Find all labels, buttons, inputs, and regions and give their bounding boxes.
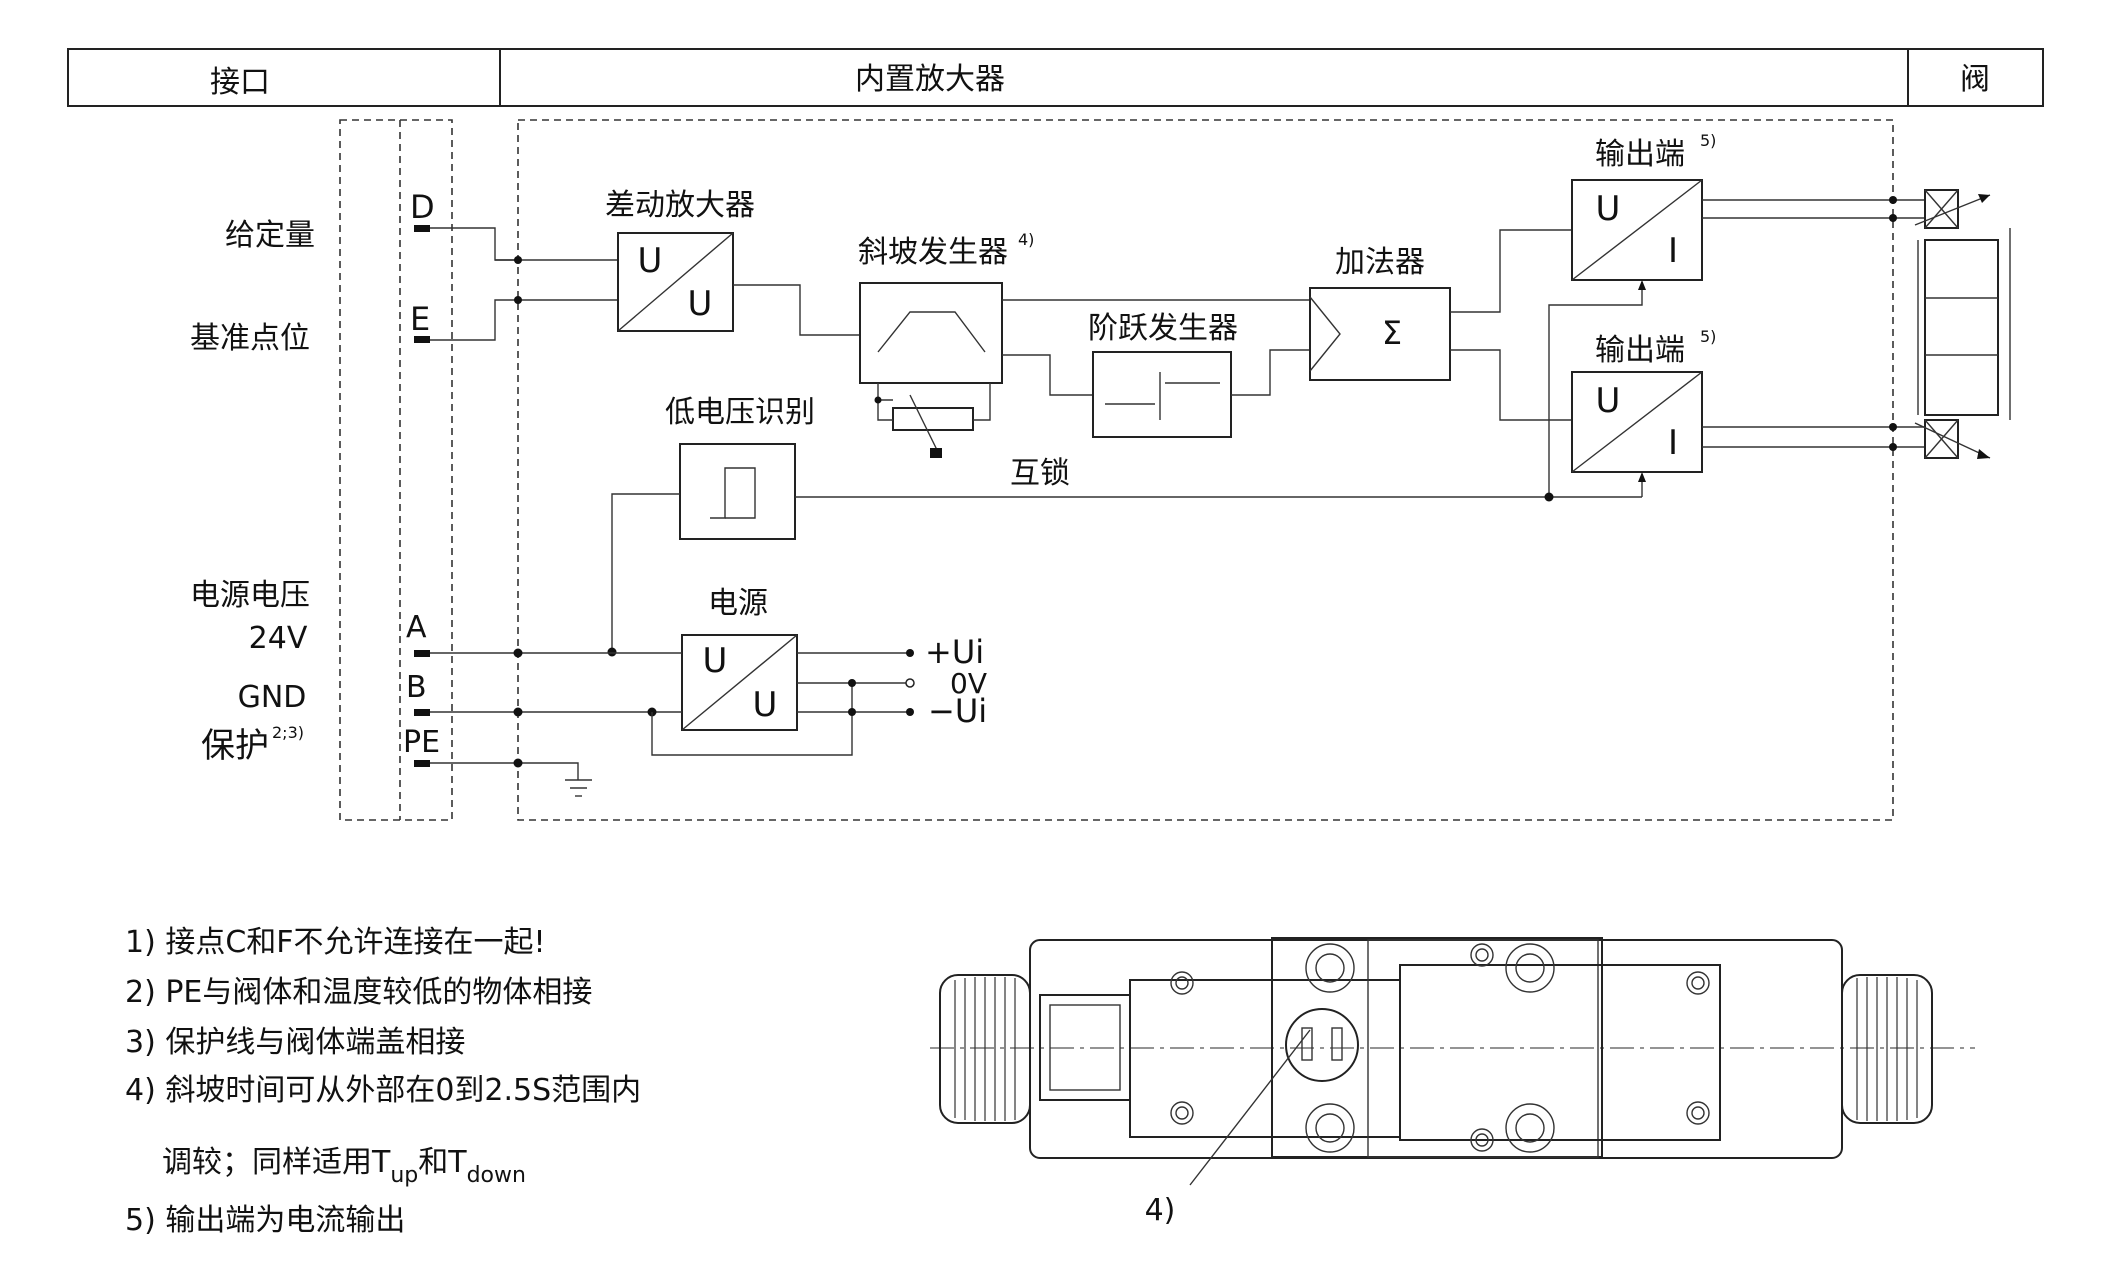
note-4: 4) 斜坡时间可从外部在0到2.5S范围内 [125, 1073, 641, 1108]
svg-text:U: U [703, 641, 728, 681]
svg-text:I: I [1668, 423, 1678, 463]
label-protection: 保护 [201, 726, 269, 766]
note-4b: 调较；同样适用Tup和Tdown [162, 1145, 526, 1188]
ramp-sup: 4) [1018, 230, 1034, 249]
footnotes: 1) 接点C和F不允许连接在一起! 2) PE与阀体和温度较低的物体相接 3) … [125, 925, 641, 1238]
output1-sup: 5) [1700, 131, 1716, 150]
interlock-label: 互锁 [1010, 456, 1070, 491]
output1-block: 输出端 5) U I [1571, 131, 1716, 281]
wire-supply-to-undervoltage [611, 493, 680, 652]
valve-symbol [1914, 189, 2011, 459]
ramp-label: 斜坡发生器 [858, 235, 1008, 270]
output2-block: 输出端 5) U I [1571, 327, 1716, 473]
wire-ramp-to-step [1002, 354, 1093, 396]
label-setpoint: 给定量 [225, 218, 315, 253]
label-zero-v: 0V [950, 667, 987, 700]
output1-label: 输出端 [1595, 137, 1685, 172]
dashed-regions [339, 119, 1894, 821]
label-reference: 基准点位 [190, 321, 310, 356]
pin-b: B [406, 670, 427, 705]
undervoltage-block: 低电压识别 [665, 395, 815, 540]
valve-callout: 4) [1145, 1193, 1176, 1228]
note-3: 3) 保护线与阀体端盖相接 [125, 1025, 465, 1060]
adder-label: 加法器 [1335, 245, 1425, 280]
step-generator-block: 阶跃发生器 [1088, 311, 1238, 438]
diff-amp-label: 差动放大器 [605, 188, 755, 223]
header-interface: 接口 [210, 65, 270, 100]
output2-label: 输出端 [1595, 333, 1685, 368]
valve-drawing: 4) [930, 937, 1975, 1228]
note-5: 5) 输出端为电流输出 [125, 1203, 405, 1238]
pin-a: A [406, 610, 427, 645]
supply-wiring [430, 648, 915, 797]
pin-d: D [410, 188, 435, 226]
step-label: 阶跃发生器 [1088, 311, 1238, 346]
note-1: 1) 接点C和F不允许连接在一起! [125, 925, 546, 960]
label-supply-value: 24V [249, 621, 308, 656]
label-gnd: GND [238, 680, 307, 715]
wire-adder-to-out2 [1450, 349, 1572, 421]
label-supply-voltage: 电源电压 [190, 578, 310, 613]
adder-block: 加法器 Σ [1309, 245, 1451, 381]
wire-diff-to-ramp [733, 284, 860, 336]
adder-symbol: Σ [1382, 314, 1402, 352]
label-minus-ui: −Ui [928, 692, 987, 730]
pin-e: E [410, 300, 430, 338]
label-protection-sup: 2;3) [272, 723, 304, 742]
svg-text:U: U [1596, 381, 1621, 421]
power-supply-block: 电源 U U [681, 586, 798, 731]
header-valve: 阀 [1960, 62, 1990, 97]
diff-amplifier-block: 差动放大器 U U [605, 188, 755, 332]
header-bar: 接口 内置放大器 阀 [67, 48, 2044, 107]
pins: D E A B PE [403, 188, 440, 767]
label-plus-ui: +Ui [925, 633, 984, 671]
wire-adder-to-out1 [1450, 229, 1572, 313]
svg-text:U: U [753, 685, 778, 725]
input-labels: 给定量 基准点位 电源电压 24V GND 保护 2;3) [190, 218, 315, 766]
output2-sup: 5) [1700, 327, 1716, 346]
power-label: 电源 [708, 586, 768, 621]
svg-text:U: U [688, 284, 713, 324]
wire-step-to-adder [1231, 349, 1310, 396]
input-wiring [430, 227, 618, 341]
svg-text:U: U [638, 241, 663, 281]
undervoltage-label: 低电压识别 [665, 395, 815, 430]
svg-text:I: I [1668, 231, 1678, 271]
ramp-generator-block: 斜坡发生器 4) [858, 230, 1034, 458]
svg-text:U: U [1596, 189, 1621, 229]
header-amplifier: 内置放大器 [855, 62, 1005, 97]
pin-pe: PE [403, 725, 440, 760]
output-wiring [1702, 196, 1925, 451]
note-2: 2) PE与阀体和温度较低的物体相接 [125, 975, 592, 1010]
